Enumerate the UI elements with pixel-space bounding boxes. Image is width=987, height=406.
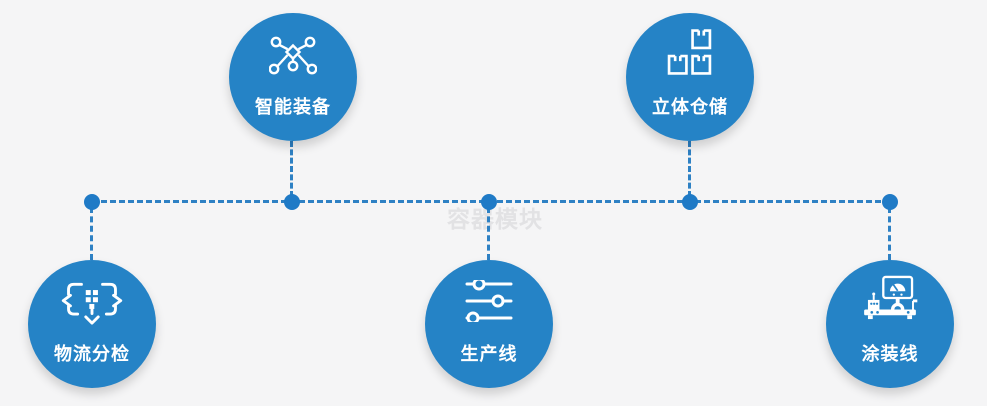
junction-dot	[682, 194, 698, 210]
control-console-icon	[857, 275, 923, 326]
stacked-boxes-icon	[667, 29, 713, 81]
junction-dot	[882, 194, 898, 210]
junction-dot	[84, 194, 100, 210]
connector-logistics-sorting	[90, 207, 93, 260]
watermark-text: 容器模块	[447, 206, 543, 232]
node-smart-equipment: 智能装备	[229, 13, 357, 141]
connector-stereo-warehouse	[688, 141, 691, 197]
node-painting-line: 涂装线	[826, 260, 954, 388]
node-label: 立体仓储	[652, 97, 728, 117]
connector-production-line	[487, 207, 490, 260]
node-label: 物流分检	[54, 344, 130, 364]
sliders-icon	[465, 277, 513, 327]
node-production-line: 生产线	[425, 260, 553, 388]
network-nodes-icon	[268, 36, 318, 81]
node-label: 生产线	[460, 344, 518, 364]
junction-dot	[481, 194, 497, 210]
sorting-arrows-icon	[61, 280, 123, 331]
connector-painting-line	[888, 207, 891, 260]
node-label: 涂装线	[861, 344, 919, 364]
node-logistics-sorting: 物流分检	[28, 260, 156, 388]
node-label: 智能装备	[255, 97, 331, 117]
junction-dot	[284, 194, 300, 210]
connector-smart-equipment	[290, 141, 293, 197]
node-stereo-warehouse: 立体仓储	[626, 13, 754, 141]
